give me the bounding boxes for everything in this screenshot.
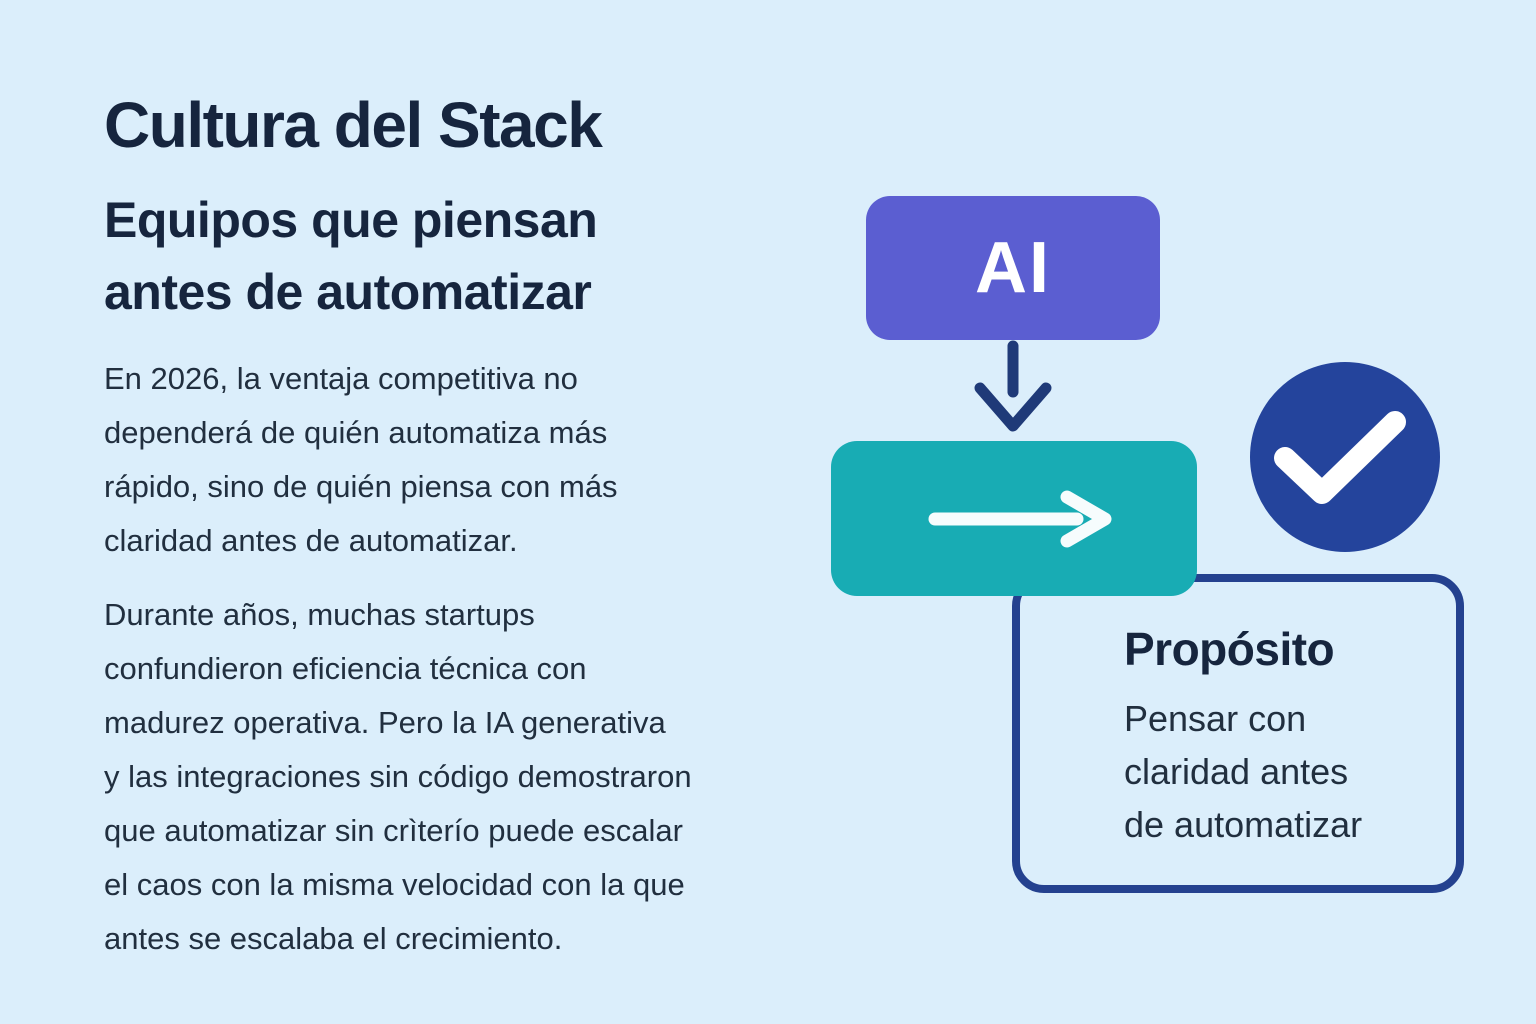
- arrow-down-icon: [974, 340, 1052, 432]
- arrow-right-icon: [928, 490, 1112, 548]
- body-paragraph: Durante años, muchas startups confundier…: [104, 597, 692, 956]
- page-title: Cultura del Stack: [104, 89, 603, 161]
- purpose-description: Pensar con claridad antes de automatizar: [1124, 698, 1363, 845]
- check-icon: [1274, 411, 1406, 504]
- ai-label: AI: [975, 228, 1051, 308]
- page-subtitle: Equipos que piensan antes de automatizar: [104, 192, 598, 320]
- ai-node: AI: [866, 196, 1160, 340]
- process-node: [831, 441, 1197, 596]
- purpose-title: Propósito: [1124, 623, 1335, 675]
- intro-paragraph: En 2026, la ventaja competitiva no depen…: [104, 361, 618, 558]
- check-badge: [1250, 362, 1440, 552]
- purpose-card: Propósito Pensar con claridad antes de a…: [1012, 574, 1464, 893]
